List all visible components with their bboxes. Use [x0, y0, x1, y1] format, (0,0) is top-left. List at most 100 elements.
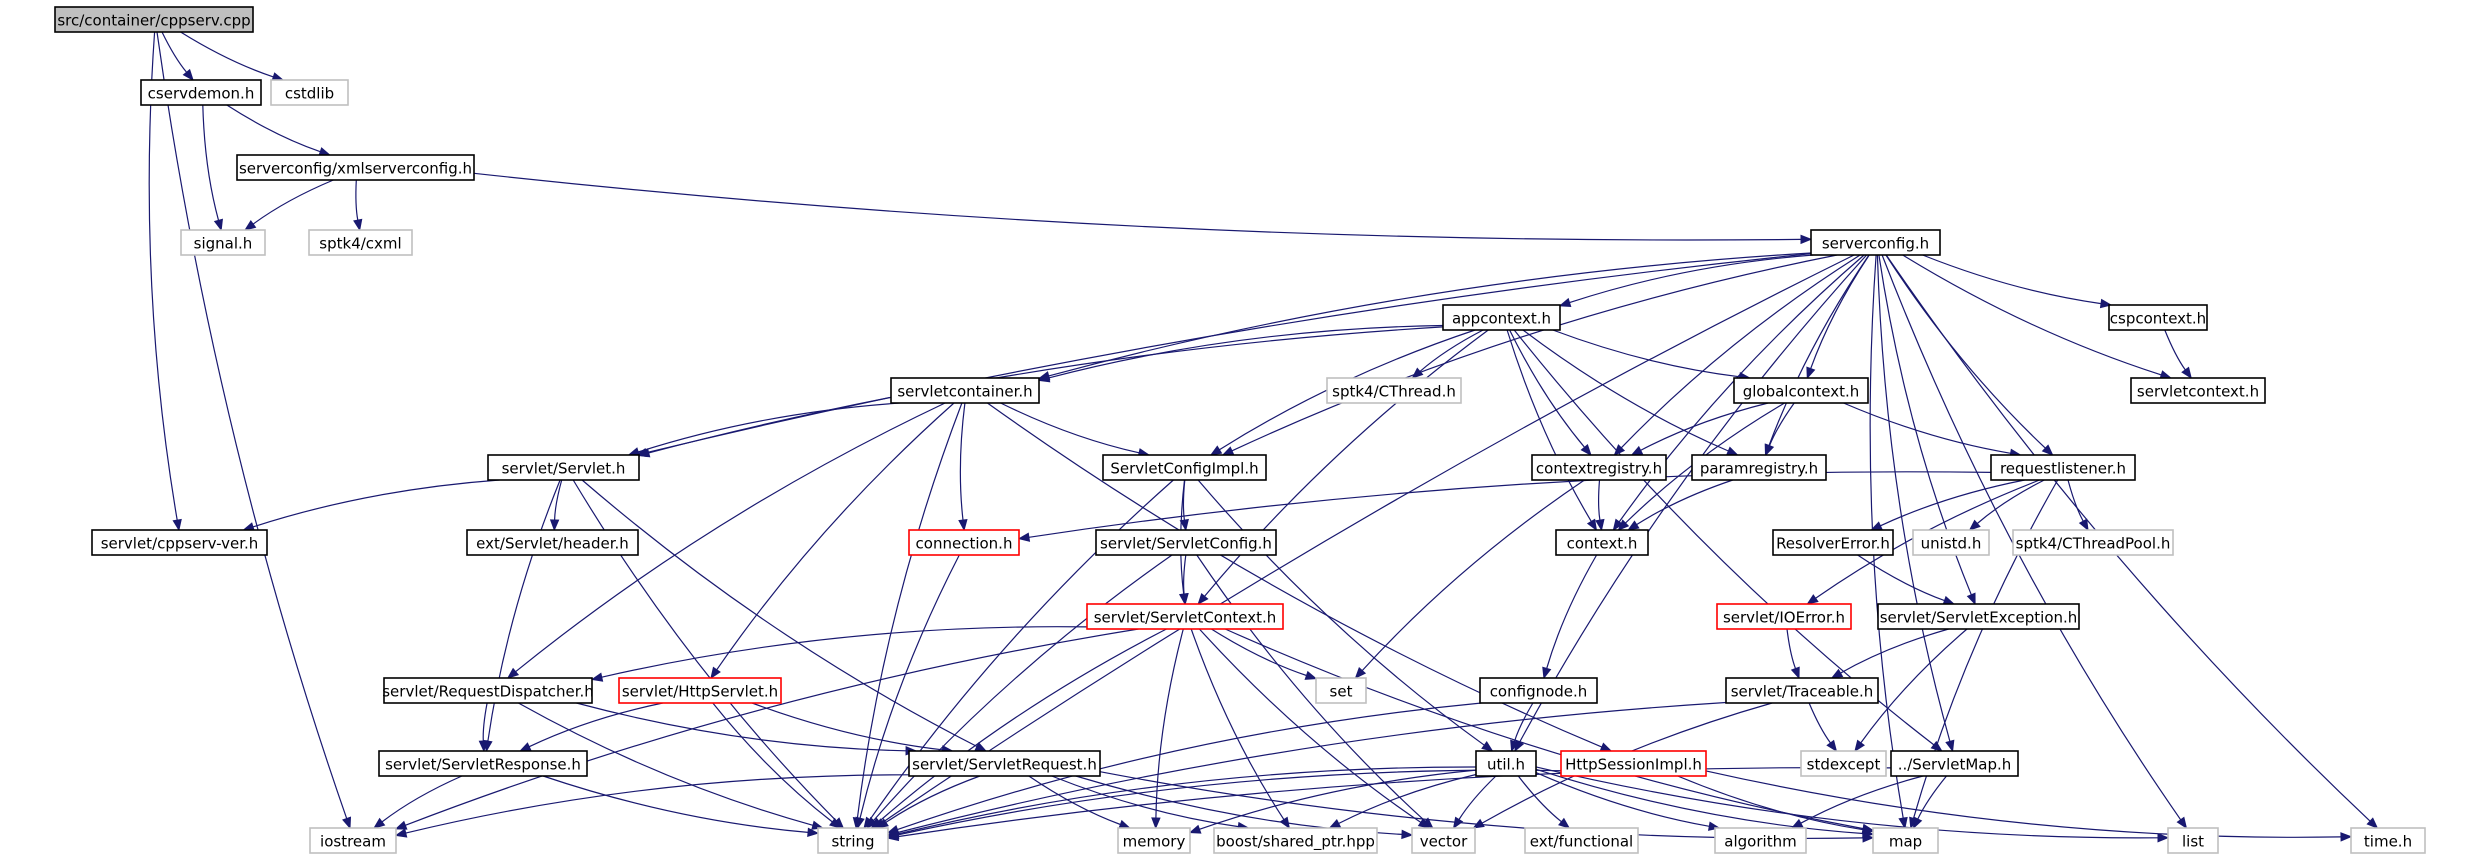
node-requestdispatcher[interactable]: servlet/RequestDispatcher.h: [382, 677, 594, 704]
node-xmlserverconfig[interactable]: serverconfig/xmlserverconfig.h: [236, 154, 475, 181]
node-box: [1912, 529, 1990, 556]
node-serverconfig[interactable]: serverconfig.h: [1810, 229, 1941, 256]
node-unistd: unistd.h: [1912, 529, 1990, 556]
edge-line: [1231, 254, 1838, 452]
edge-arrowhead: [1586, 518, 1598, 532]
node-traceable[interactable]: servlet/Traceable.h: [1725, 677, 1879, 704]
node-servletrequest[interactable]: servlet/ServletRequest.h: [908, 750, 1101, 777]
edge-line: [885, 775, 981, 823]
node-label: boost/shared_ptr.hpp: [1216, 833, 1375, 852]
edge-line: [1204, 329, 1489, 597]
edge-line: [1199, 769, 1477, 830]
edge-line: [1155, 628, 1184, 819]
node-label: HttpSessionImpl.h: [1565, 756, 1702, 774]
edge-globalcontext-to-contextregistry: [1630, 402, 1769, 456]
node-cspcontext[interactable]: cspcontext.h: [2108, 304, 2208, 331]
node-servlet_h[interactable]: servlet/Servlet.h: [487, 454, 640, 481]
edge-line: [1028, 775, 1121, 826]
edge-line: [202, 104, 220, 221]
node-cppservver[interactable]: servlet/cppserv-ver.h: [91, 529, 268, 556]
node-globalcontext[interactable]: globalcontext.h: [1733, 377, 1869, 404]
node-label: servlet/Servlet.h: [502, 460, 626, 478]
node-servletcontext[interactable]: servlet/ServletContext.h: [1086, 603, 1284, 630]
node-httpsessionimpl[interactable]: HttpSessionImpl.h: [1560, 750, 1707, 777]
edge-arrowhead: [478, 740, 489, 753]
node-label: ext/functional: [1530, 833, 1633, 851]
edge-line: [1196, 554, 1426, 822]
node-ioerror[interactable]: servlet/IOError.h: [1716, 603, 1852, 630]
edge-line: [1598, 479, 1601, 521]
node-box: [890, 377, 1040, 404]
node-label: iostream: [320, 833, 386, 851]
node-servletexception[interactable]: servlet/ServletException.h: [1877, 603, 2080, 630]
node-servletconfigimpl[interactable]: ServletConfigImpl.h: [1102, 454, 1267, 481]
edge-cservdemon-to-xmlserverconfig: [226, 104, 332, 157]
node-label: servlet/Traceable.h: [1731, 683, 1874, 701]
edge-line: [856, 402, 963, 819]
edge-arrowhead: [2157, 833, 2170, 843]
node-box: [1733, 377, 1869, 404]
edge-line: [1885, 254, 2046, 449]
edge-arrowhead: [1912, 816, 1923, 830]
node-cservdemon[interactable]: cservdemon.h: [140, 79, 262, 106]
edge-line: [1535, 768, 1864, 835]
node-paramregistry[interactable]: paramregistry.h: [1691, 454, 1827, 481]
node-util[interactable]: util.h: [1475, 750, 1537, 777]
node-label: set: [1330, 683, 1353, 701]
edge-arrowhead: [1826, 739, 1838, 753]
node-box: [236, 154, 475, 181]
node-label: stdexcept: [1807, 756, 1881, 774]
edge-arrowhead: [373, 817, 386, 829]
edge-line: [1786, 628, 1797, 669]
edge-arrowhead: [1945, 739, 1955, 753]
node-servletcontext_h[interactable]: servletcontext.h: [2130, 377, 2266, 404]
node-box: [2108, 304, 2208, 331]
edge-serverconfig-to-contextregistry: [1613, 254, 1861, 456]
edge-line: [873, 554, 1173, 821]
node-label: servletcontainer.h: [897, 383, 1032, 401]
node-label: servlet/ServletRequest.h: [912, 756, 1097, 774]
edge-arrowhead: [870, 817, 883, 829]
node-root[interactable]: src/container/cppserv.cpp: [54, 6, 254, 33]
node-servletconfig[interactable]: servlet/ServletConfig.h: [1095, 529, 1277, 556]
node-context[interactable]: context.h: [1555, 529, 1649, 556]
node-label: confignode.h: [1490, 683, 1588, 701]
node-box: [383, 677, 593, 704]
node-box: [1315, 677, 1367, 704]
edge-httpsessionimpl-to-map: [1677, 775, 1875, 835]
node-connection[interactable]: connection.h: [908, 529, 1020, 556]
edge-servletcontainer-to-httpservlet: [710, 402, 955, 680]
edge-arrowhead: [1612, 518, 1624, 532]
node-httpservlet[interactable]: servlet/HttpServlet.h: [618, 677, 782, 704]
node-servletmap[interactable]: ../ServletMap.h: [1890, 750, 2019, 777]
edge-cservdemon-to-signal: [202, 104, 223, 232]
node-contextregistry[interactable]: contextregistry.h: [1531, 454, 1667, 481]
node-resolvererror[interactable]: ResolverError.h: [1772, 529, 1894, 556]
edge-arrowhead: [1617, 519, 1630, 531]
edge-arrowhead: [1599, 742, 1613, 752]
edge-line: [1620, 254, 1861, 449]
node-servletcontainer[interactable]: servletcontainer.h: [890, 377, 1040, 404]
edge-arrowhead: [1861, 824, 1875, 835]
edge-servletcontext-to-string: [870, 628, 1167, 829]
edge-line: [1517, 775, 1562, 823]
node-servletresponse[interactable]: servlet/ServletResponse.h: [378, 750, 588, 777]
node-box: [1479, 677, 1598, 704]
edge-servletcontainer-to-connection: [958, 402, 968, 532]
node-appcontext[interactable]: appcontext.h: [1442, 304, 1561, 331]
edge-httpservlet-to-string: [712, 702, 842, 829]
edge-arrowhead: [1854, 739, 1865, 753]
node-extheader[interactable]: ext/Servlet/header.h: [466, 529, 639, 556]
edge-line: [482, 702, 488, 742]
edge-line: [1048, 324, 1444, 379]
edge-line: [897, 767, 1892, 838]
edge-serverconfig-to-appcontext: [1558, 254, 1814, 307]
node-confignode[interactable]: confignode.h: [1479, 677, 1598, 704]
edge-arrowhead: [1328, 819, 1342, 829]
edge-line: [226, 104, 321, 153]
node-requestlistener[interactable]: requestlistener.h: [1990, 454, 2136, 481]
edge-line: [515, 402, 946, 673]
edge-arrowhead: [394, 828, 408, 838]
node-label: paramregistry.h: [1700, 460, 1818, 478]
edge-arrowhead: [1179, 593, 1189, 606]
